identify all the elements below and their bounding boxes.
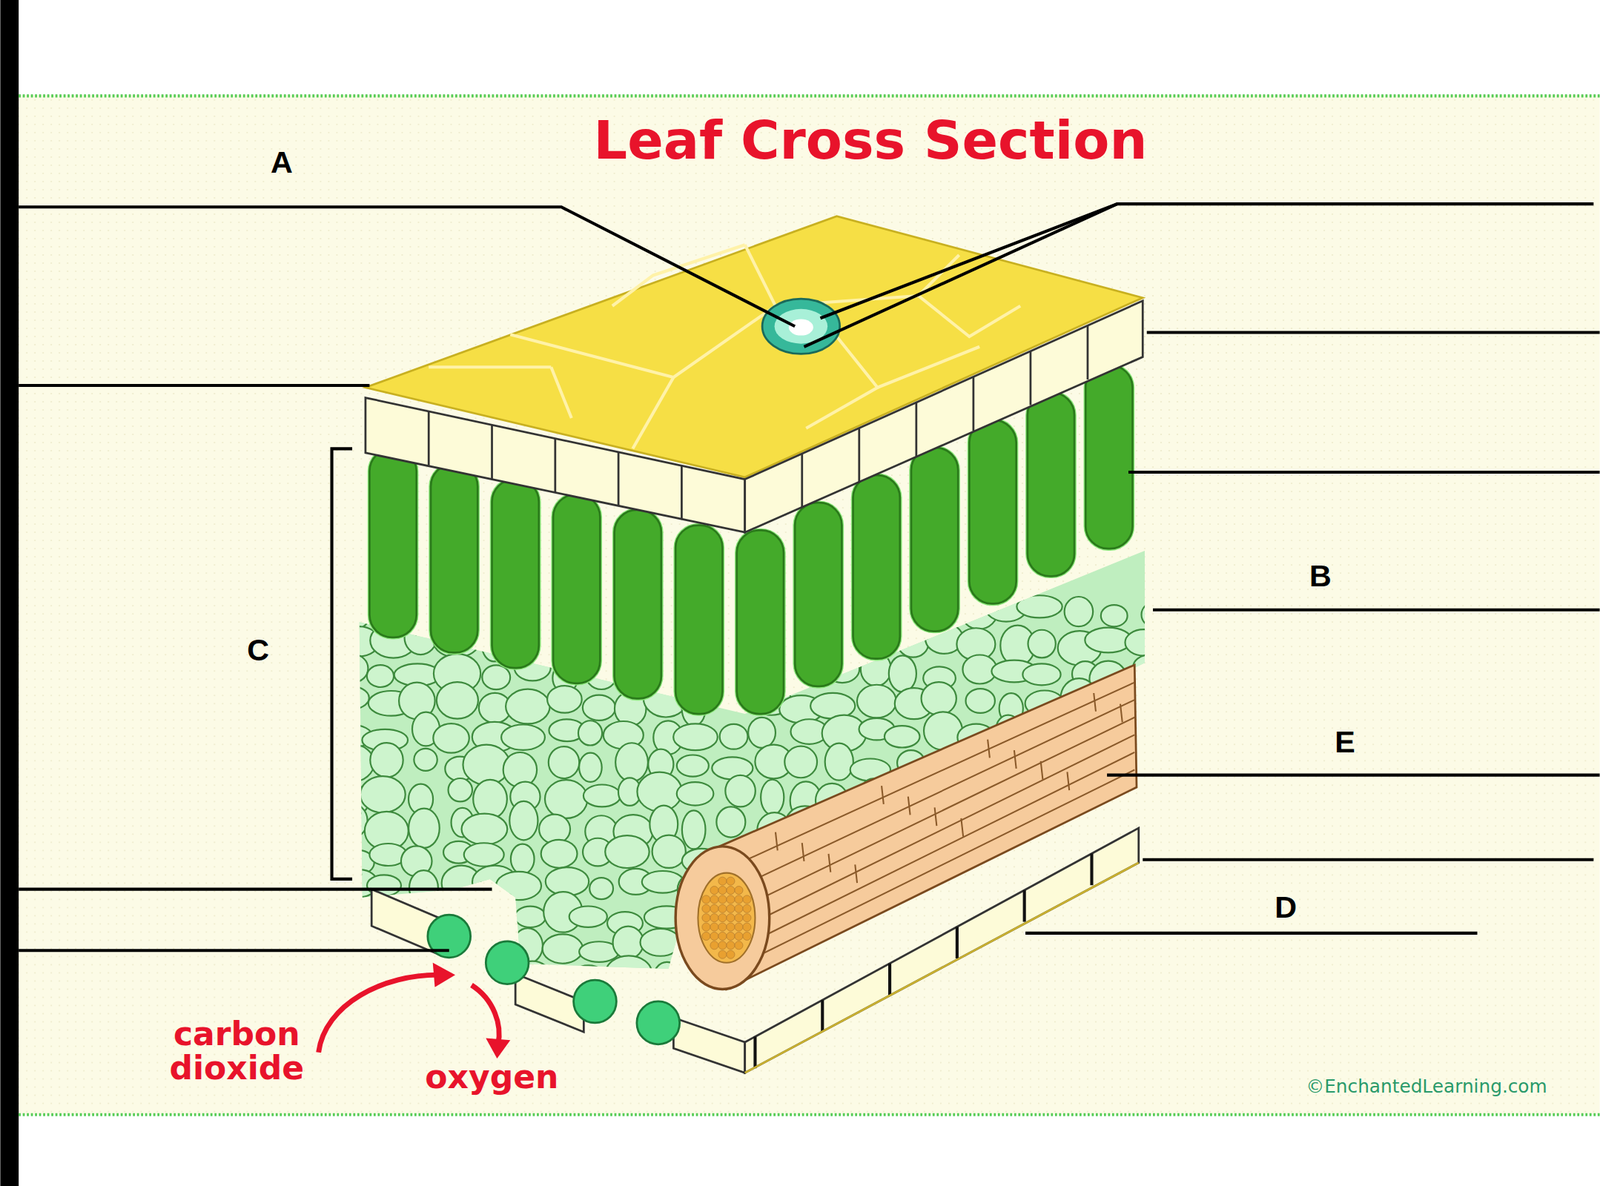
part-letter: E	[1334, 726, 1356, 759]
gas-label: oxygen	[424, 1060, 559, 1095]
copyright-note: ©EnchantedLearning.com	[1305, 1077, 1547, 1097]
diagram-title: Leaf Cross Section	[593, 112, 1148, 169]
gas-label: carbon dioxide	[169, 1016, 304, 1085]
part-letter: D	[1274, 891, 1297, 924]
part-letter: C	[246, 634, 270, 667]
part-letter: B	[1309, 560, 1332, 593]
part-letter: A	[270, 147, 293, 180]
